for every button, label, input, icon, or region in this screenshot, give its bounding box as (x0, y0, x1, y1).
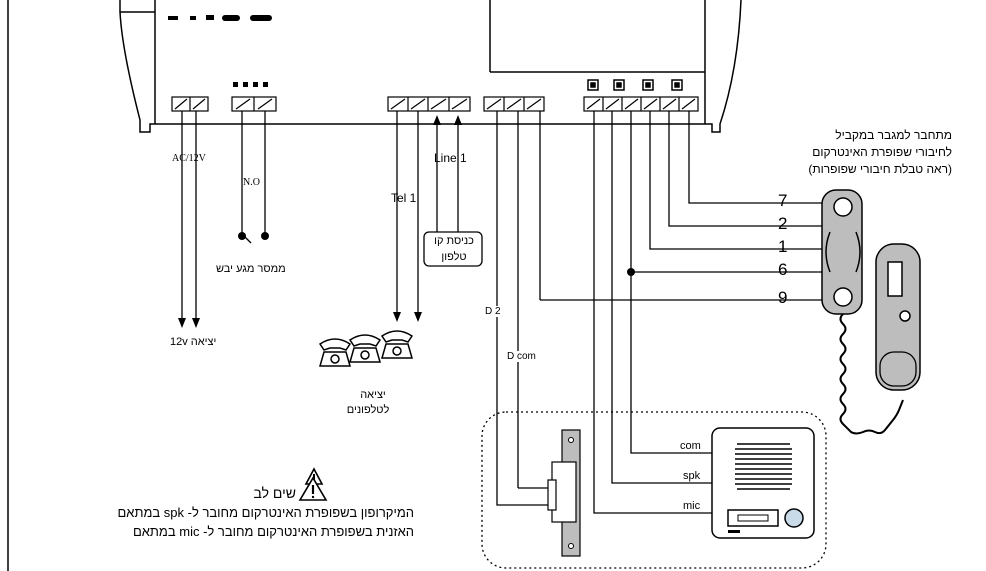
terminal-door (483, 96, 545, 112)
phone-input-line1: כניסת קו (434, 235, 474, 247)
terminal-relay (231, 96, 277, 112)
indicator-leds (587, 79, 683, 91)
pin-9-label: 9 (778, 288, 788, 307)
dcom-label: D com (507, 351, 536, 362)
tel1-label: Tel 1 (391, 191, 417, 205)
relay-label: ממסר מגע יבש (216, 263, 286, 275)
out-phones-line2: לטלפונים (346, 404, 390, 416)
telephone-icon (318, 330, 414, 367)
wires (181, 111, 822, 514)
pin-1-label: 1 (778, 237, 788, 256)
line1-label: Line 1 (434, 151, 467, 165)
warning-triangle (298, 476, 328, 501)
control-unit (119, 0, 742, 133)
mic-label: mic (683, 500, 701, 512)
parallel-note-line1: מתחבר למגבר במקביל (835, 128, 952, 142)
intercom-panel-icon (711, 427, 815, 539)
out-phones-line1: יציאה (360, 389, 386, 401)
handset-icon (821, 189, 921, 435)
note-microphone: המיקרופון בשפופרת האינטרקום מחובר ל- spk… (117, 505, 414, 520)
relay-contact (238, 232, 246, 240)
no-label: N.O (243, 177, 260, 188)
terminal-ac (171, 96, 209, 112)
attention-label: שים לב (253, 485, 296, 501)
junction-dot (627, 268, 635, 276)
ac12v-label: AC/12V (172, 153, 206, 164)
terminal-handset (583, 96, 699, 112)
door-station-group (481, 411, 827, 569)
pin-2-label: 2 (778, 214, 788, 233)
terminal-line (387, 96, 471, 112)
d2-label: D 2 (485, 306, 501, 317)
note-earpiece: האזנית בשפופרת האינטרקום מחובר ל- mic במ… (132, 524, 414, 539)
parallel-note-line2: לחיבורי שפופרת האינטרקום (812, 145, 952, 159)
arrowheads (178, 115, 462, 328)
door-strike-icon (547, 429, 581, 557)
unit-markings (168, 15, 272, 87)
pin-6-label: 6 (778, 260, 788, 279)
pin-7-label: 7 (778, 191, 788, 210)
relay-contact (261, 232, 269, 240)
spk-label: spk (683, 470, 701, 482)
phone-input-line2: טלפון (441, 251, 467, 263)
com-label: com (680, 440, 701, 452)
phone-input-box (423, 231, 483, 267)
parallel-note-line3: (ראה טבלת חיבורי שפופרות) (808, 162, 952, 176)
terminal-blocks (171, 96, 699, 112)
out-12v-label: יציאה 12v (170, 336, 217, 348)
